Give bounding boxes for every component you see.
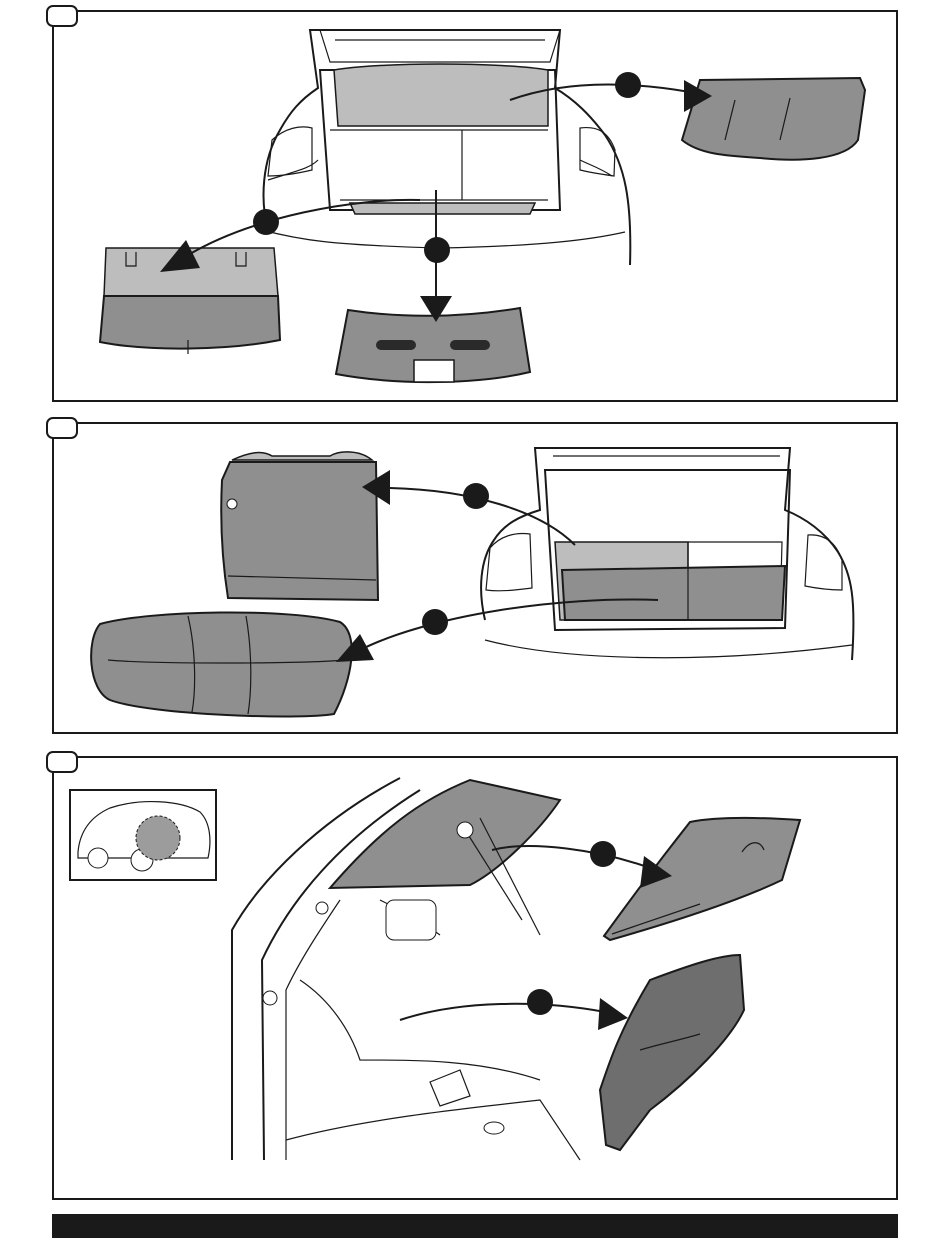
upper-side-trim-part <box>604 818 800 940</box>
lower-side-trim-part <box>600 955 744 1150</box>
footer-bar <box>52 1214 898 1238</box>
hatchback-rear-view-2 <box>481 448 853 660</box>
parcel-shelf-part <box>682 78 865 160</box>
hatchback-rear-view-1 <box>262 30 630 265</box>
seat-cushion-part <box>91 612 352 716</box>
removal-arrow-7 <box>400 989 628 1030</box>
inset-car-locator <box>70 790 216 880</box>
sill-trim-part <box>336 308 530 382</box>
removal-arrow-4 <box>362 470 575 545</box>
seat-backrest-part <box>221 452 378 600</box>
trunk-interior-cutaway <box>232 778 580 1160</box>
